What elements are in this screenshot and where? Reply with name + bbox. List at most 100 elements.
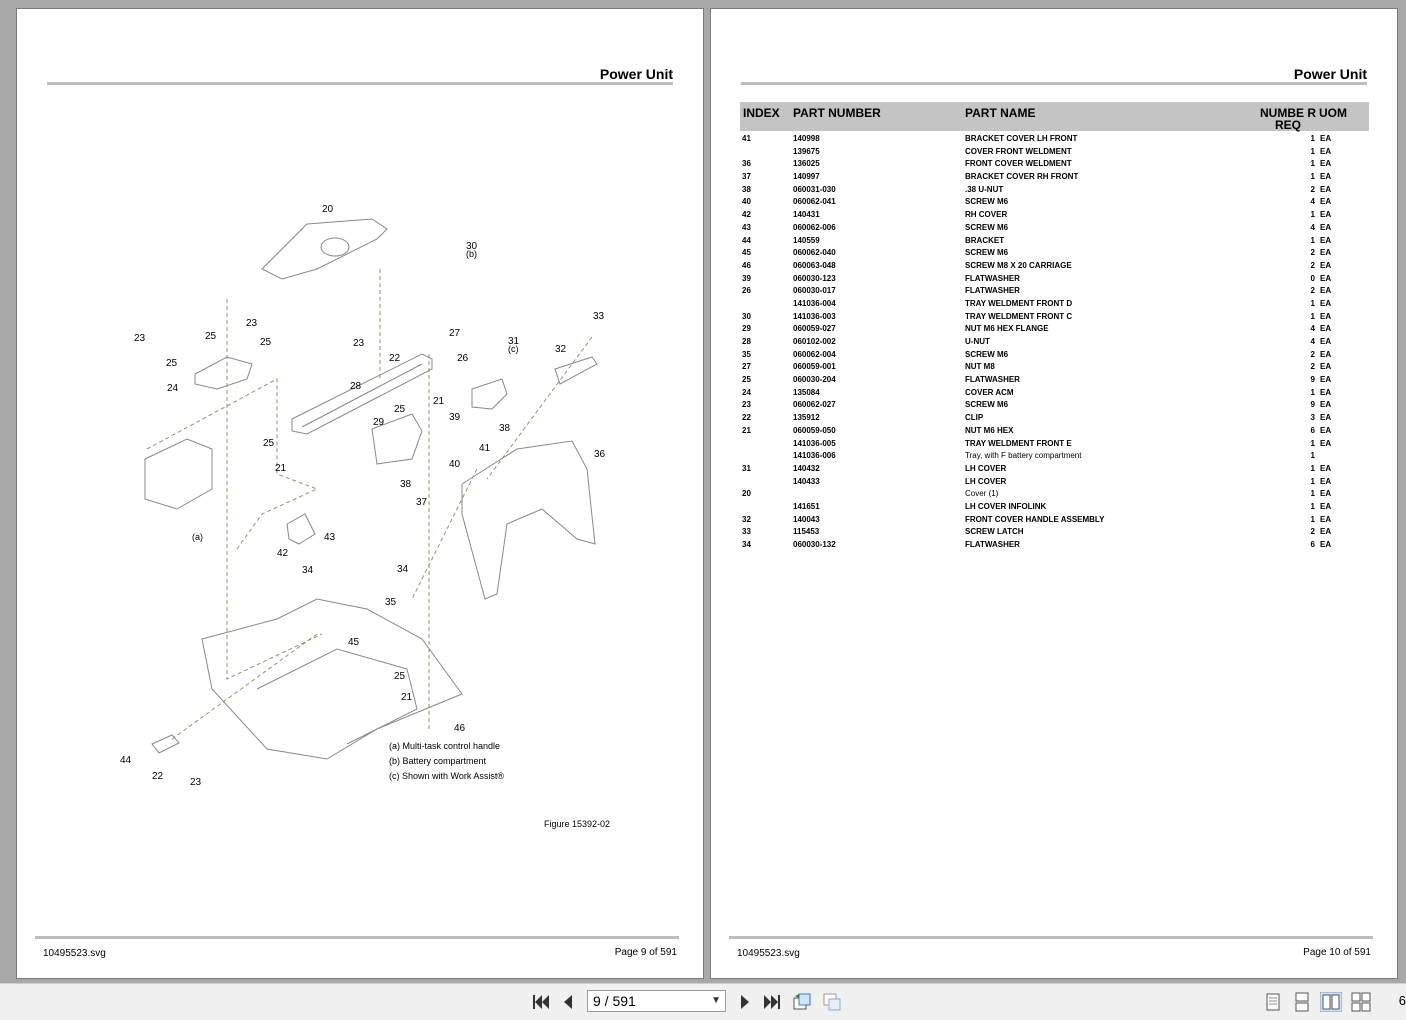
cell-part-number: 060059-027 (793, 324, 836, 334)
cell-uom: EA (1320, 349, 1332, 359)
cell-uom: EA (1320, 260, 1332, 270)
cell-number-req: 0 (1310, 273, 1315, 283)
cell-part-number: 141036-005 (793, 438, 836, 448)
callout: 25 (263, 438, 275, 449)
cell-part-name: NUT M6 HEX FLANGE (965, 324, 1049, 334)
cell-part-name: FLATWASHER (965, 286, 1020, 296)
cover-part-20-cup (320, 237, 350, 257)
cell-number-req: 1 (1310, 159, 1315, 169)
callout: 43 (324, 532, 336, 543)
footer-page-number: Page 10 of 591 (1303, 947, 1371, 958)
chevron-down-icon[interactable]: ▼ (711, 995, 721, 1006)
cell-index: 40 (742, 197, 751, 207)
callout: 34 (397, 564, 409, 575)
cell-index: 39 (742, 273, 751, 283)
cell-part-number: 141036-004 (793, 298, 836, 308)
cell-index: 37 (742, 172, 751, 182)
callout: 46 (454, 723, 466, 734)
zoom-level-partial[interactable]: 6 (1398, 993, 1406, 1008)
two-page-icon[interactable] (1320, 992, 1342, 1012)
prev-page-icon[interactable] (558, 992, 580, 1012)
cell-part-number: 060102-002 (793, 337, 836, 346)
cell-part-number: 060030-017 (793, 286, 836, 296)
rotate-alt-icon[interactable] (821, 992, 843, 1012)
column-header-number-req: NUMBE R REQ (1260, 106, 1316, 132)
cell-index: 42 (742, 210, 751, 220)
callout: 25 (394, 404, 406, 415)
column-header-index: INDEX (743, 106, 780, 120)
cell-index: 33 (742, 527, 751, 537)
rotate-icon[interactable] (791, 992, 813, 1012)
callout: 21 (433, 396, 445, 407)
bracket-part-44 (151, 734, 180, 754)
footer-filename: 10495523.svg (43, 948, 106, 959)
next-page-icon[interactable] (733, 992, 755, 1012)
callout: 32 (555, 344, 567, 355)
footer-page-number: Page 9 of 591 (614, 947, 677, 958)
cell-index: 46 (742, 260, 751, 270)
front-cover-part-36 (461, 440, 596, 600)
callout: 31 (508, 336, 520, 347)
cell-uom: EA (1320, 527, 1332, 537)
callout: (c) (508, 344, 519, 354)
two-page-continuous-icon[interactable] (1350, 992, 1372, 1012)
cell-index: 27 (742, 362, 751, 372)
cell-part-number: 060059-001 (793, 362, 836, 372)
tray-part-30-lip (301, 363, 423, 428)
cell-index: 44 (742, 235, 751, 245)
cell-index: 23 (742, 400, 751, 410)
cell-uom: EA (1320, 362, 1332, 372)
diagram-note: (c) Shown with Work Assist® (389, 771, 504, 781)
cell-number-req: 3 (1310, 413, 1315, 423)
cell-number-req: 9 (1310, 400, 1315, 410)
cell-part-name: SCREW M8 X 20 CARRIAGE (965, 260, 1072, 270)
cell-number-req: 2 (1310, 260, 1315, 270)
bracket-part-41 (371, 413, 423, 465)
first-page-icon[interactable] (530, 992, 552, 1012)
single-page-icon[interactable] (1262, 992, 1284, 1012)
column-header-part-number: PART NUMBER (793, 106, 881, 120)
cell-part-number: 140433 (793, 476, 820, 486)
callout: 41 (479, 443, 491, 454)
cell-part-name: LH COVER (965, 476, 1007, 486)
cell-uom: EA (1320, 324, 1332, 334)
title-rule (741, 82, 1367, 85)
last-page-icon[interactable] (761, 992, 783, 1012)
cell-uom: EA (1320, 489, 1332, 499)
cell-part-number: 060062-004 (793, 349, 836, 359)
cell-part-name: LH COVER (965, 463, 1007, 473)
cell-uom: EA (1320, 248, 1332, 258)
continuous-icon[interactable] (1291, 992, 1313, 1012)
cell-number-req: 4 (1310, 337, 1315, 346)
cell-number-req: 4 (1310, 222, 1315, 232)
callout: 39 (449, 412, 461, 423)
cell-number-req: 1 (1310, 501, 1315, 511)
callout: 44 (120, 755, 132, 766)
cell-index: 30 (742, 311, 751, 321)
cell-part-name: COVER FRONT WELDMENT (965, 146, 1072, 156)
cell-part-number: 141036-003 (793, 311, 836, 321)
cell-part-number: 141036-006 (793, 451, 836, 461)
cell-uom: EA (1320, 311, 1332, 321)
callout: 42 (277, 548, 289, 559)
callout: 22 (152, 771, 164, 782)
cell-part-number: 135912 (793, 413, 820, 423)
cell-number-req: 1 (1310, 451, 1315, 461)
cover-part-20 (261, 218, 388, 280)
cell-uom: EA (1320, 514, 1332, 524)
callout: 23 (353, 338, 365, 349)
handle-base-a (144, 438, 213, 510)
page-number-input[interactable]: 9 / 591 ▼ (587, 990, 726, 1012)
cell-uom: EA (1320, 400, 1332, 410)
callout: 38 (400, 479, 412, 490)
callout: 30 (466, 241, 478, 252)
cell-uom: EA (1320, 387, 1332, 397)
